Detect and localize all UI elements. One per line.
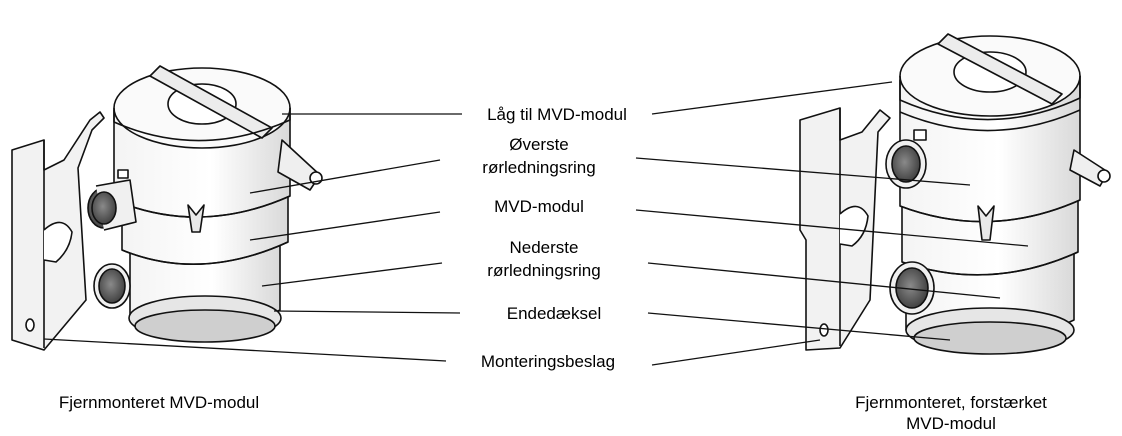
upper-port-right: [891, 145, 921, 183]
label-end-cap: Endedæksel: [506, 304, 602, 323]
caption-left: Fjernmonteret MVD-modul: [58, 393, 260, 412]
caption-right-line1: Fjernmonteret, forstærket: [855, 393, 1047, 412]
label-mounting-bracket: Monteringsbeslag: [480, 352, 616, 371]
label-upper-ring-line2: rørledningsring: [482, 158, 596, 177]
remote-mvd-module-illustration: [11, 65, 323, 351]
label-lower-ring-line1: Nederste: [509, 238, 579, 257]
label-upper-ring-line1: Øverste: [509, 135, 569, 154]
label-lower-ring-line2: rørledningsring: [487, 261, 601, 280]
reinforced-remote-mvd-module-illustration: [799, 33, 1111, 355]
label-lid: Låg til MVD-modul: [487, 105, 627, 124]
callout-lines: [43, 81, 1029, 366]
caption-right-line2: MVD-modul: [906, 414, 996, 433]
label-mvd-module: MVD-modul: [494, 197, 584, 216]
